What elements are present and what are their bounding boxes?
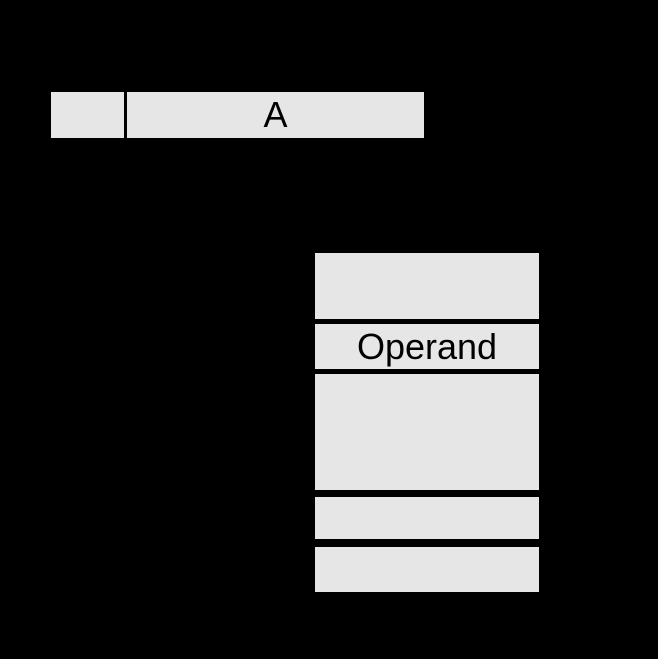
stack-cell-1 bbox=[315, 253, 539, 319]
instruction-cell-address: A bbox=[127, 92, 424, 138]
stack-cell-5 bbox=[315, 547, 539, 592]
stack-cell-4 bbox=[315, 497, 539, 539]
instruction-bar: A bbox=[51, 92, 424, 138]
memory-stack: Operand bbox=[315, 253, 539, 592]
stack-cell-3 bbox=[315, 374, 539, 490]
instruction-cell-left bbox=[51, 92, 124, 138]
stack-cell-operand: Operand bbox=[315, 324, 539, 369]
